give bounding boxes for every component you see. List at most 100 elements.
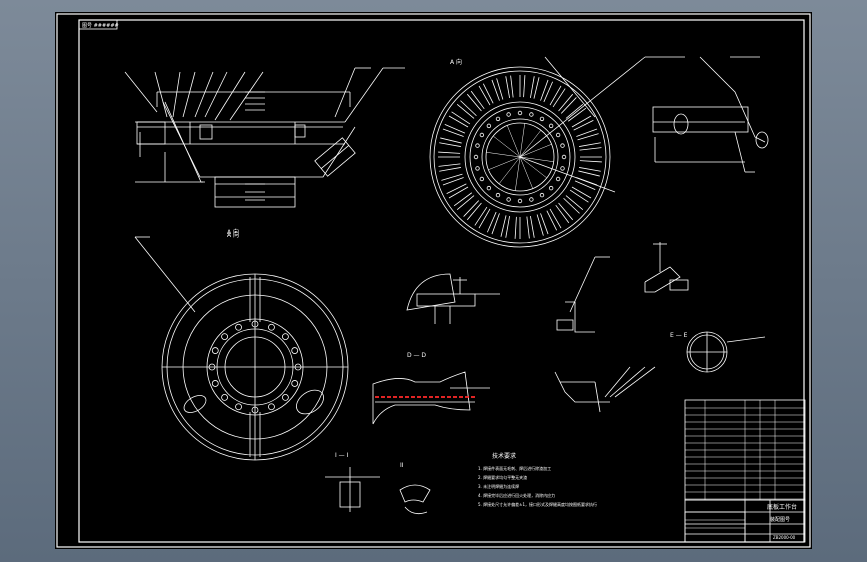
funnel-section-view: A 向 bbox=[124, 67, 405, 236]
disc-slot bbox=[565, 103, 584, 119]
title-block-code: ZB2000-00 bbox=[773, 535, 796, 540]
disc-slot bbox=[491, 79, 500, 101]
disc-hole bbox=[473, 154, 479, 160]
disc-slot bbox=[478, 208, 491, 229]
drawing-viewport[interactable]: 图号 ###### bbox=[55, 12, 812, 549]
disc-hole bbox=[486, 123, 492, 129]
disc-slots bbox=[438, 75, 602, 239]
section-d-view: D — D bbox=[372, 352, 490, 425]
disc-slot bbox=[540, 79, 549, 101]
parts-list-table bbox=[684, 399, 806, 501]
disc-slot-edge bbox=[514, 216, 517, 239]
disc-slot bbox=[456, 103, 475, 119]
section-i-label: I — I bbox=[335, 452, 349, 459]
plan-bolt-hole bbox=[282, 333, 289, 340]
disc-slot-edge bbox=[482, 83, 494, 104]
disc-hole bbox=[475, 143, 480, 148]
plan-bolt-hole bbox=[294, 363, 302, 371]
disc-slot-edge bbox=[444, 124, 466, 134]
disc-hole bbox=[506, 197, 511, 202]
disc-slot bbox=[579, 167, 601, 172]
disc-ray bbox=[515, 156, 521, 191]
disc-hole bbox=[475, 166, 480, 171]
disc-slot bbox=[448, 115, 469, 128]
disc-slot-edge bbox=[474, 206, 488, 226]
plan-bolt-hole bbox=[221, 394, 228, 401]
disc-hole bbox=[506, 112, 511, 117]
disc-slot bbox=[448, 186, 469, 199]
disc-slot-edge bbox=[523, 75, 526, 98]
disc-slot bbox=[540, 213, 549, 235]
disc-hole bbox=[539, 192, 545, 198]
disc-slot bbox=[576, 128, 598, 137]
disc-slot bbox=[478, 85, 491, 106]
disc-slot-edge bbox=[496, 78, 504, 100]
plan-bolt-hole bbox=[235, 323, 242, 331]
plan-bolt-hole bbox=[251, 406, 259, 414]
disc-slot-edge bbox=[500, 215, 507, 237]
disc-slot-edge bbox=[579, 147, 602, 151]
disc-hole bbox=[479, 132, 485, 138]
disc-slot-edge bbox=[438, 163, 461, 167]
radial-disc-view-label: A 向 bbox=[450, 58, 462, 66]
plan-bolt-hole bbox=[208, 363, 216, 371]
disc-slot-edge bbox=[574, 180, 596, 190]
disc-slot bbox=[558, 93, 574, 112]
disc-hole bbox=[539, 116, 545, 122]
plan-bolt-hole bbox=[291, 380, 299, 387]
disc-slot-edge bbox=[533, 77, 540, 99]
disc-slot-edge bbox=[552, 88, 566, 108]
disc-hole bbox=[548, 123, 554, 129]
disc-slot bbox=[549, 208, 562, 229]
disc-slot bbox=[558, 202, 574, 221]
disc-slot-edge bbox=[543, 81, 553, 103]
disc-slot bbox=[579, 142, 601, 147]
disc-ray bbox=[486, 152, 521, 158]
disc-slot bbox=[439, 142, 461, 147]
section-i-view: I — I bbox=[325, 452, 380, 512]
plan-bolt-hole bbox=[211, 380, 219, 387]
disc-hole bbox=[517, 110, 523, 116]
disc-slot bbox=[491, 213, 500, 235]
disc-slot-edge bbox=[573, 119, 594, 131]
disc-slot-edge bbox=[510, 75, 514, 98]
detail-center-left bbox=[406, 273, 500, 324]
disc-slot-edge bbox=[438, 151, 461, 154]
plan-bolt-holes bbox=[208, 320, 302, 414]
plan-bolt-hole bbox=[268, 403, 275, 411]
disc-hole bbox=[486, 185, 492, 191]
tech-req-title: 技术要求 bbox=[492, 452, 516, 460]
disc-hole bbox=[555, 176, 561, 182]
section-ii-label: II bbox=[400, 462, 404, 469]
disc-slot-edge bbox=[441, 173, 463, 181]
section-ii-view: II bbox=[399, 462, 431, 515]
disc-slot-edge bbox=[460, 100, 477, 117]
plan-bolt-hole bbox=[268, 323, 275, 331]
disc-slot-edge bbox=[578, 170, 600, 177]
disc-slot-edge bbox=[526, 216, 530, 239]
disc-slot bbox=[466, 202, 482, 221]
view-label-a-bottom: A 向 bbox=[227, 231, 239, 239]
disc-slot bbox=[442, 177, 464, 186]
disc-slot-edge bbox=[536, 214, 544, 236]
disc-hole bbox=[495, 192, 501, 198]
corner-stamp: 图号 ###### bbox=[82, 23, 119, 29]
disc-ray bbox=[493, 135, 521, 158]
disc-slot-edge bbox=[453, 192, 473, 207]
disc-slot-edge bbox=[579, 160, 602, 163]
plan-bolt-hole bbox=[235, 403, 242, 411]
disc-ray bbox=[519, 156, 533, 189]
disc-hole bbox=[560, 143, 565, 148]
tech-req-line-5: 5. 焊接处尺寸允许偏差±1，接口形式及焊缝高度均按图纸要求执行 bbox=[478, 501, 597, 507]
disc-slot-edge bbox=[569, 189, 589, 203]
disc-slot bbox=[466, 93, 482, 112]
view-label-a-top: A 向 bbox=[227, 228, 239, 236]
disc-slot-edge bbox=[446, 183, 467, 195]
detail-center-right bbox=[554, 242, 689, 413]
disc-slot-edge bbox=[577, 133, 599, 141]
disc-hole bbox=[495, 116, 501, 122]
section-d-label: D — D bbox=[407, 352, 426, 359]
disc-slot bbox=[505, 76, 510, 98]
disc-slot-edge bbox=[440, 137, 462, 144]
plan-bolt-hole bbox=[251, 320, 259, 328]
